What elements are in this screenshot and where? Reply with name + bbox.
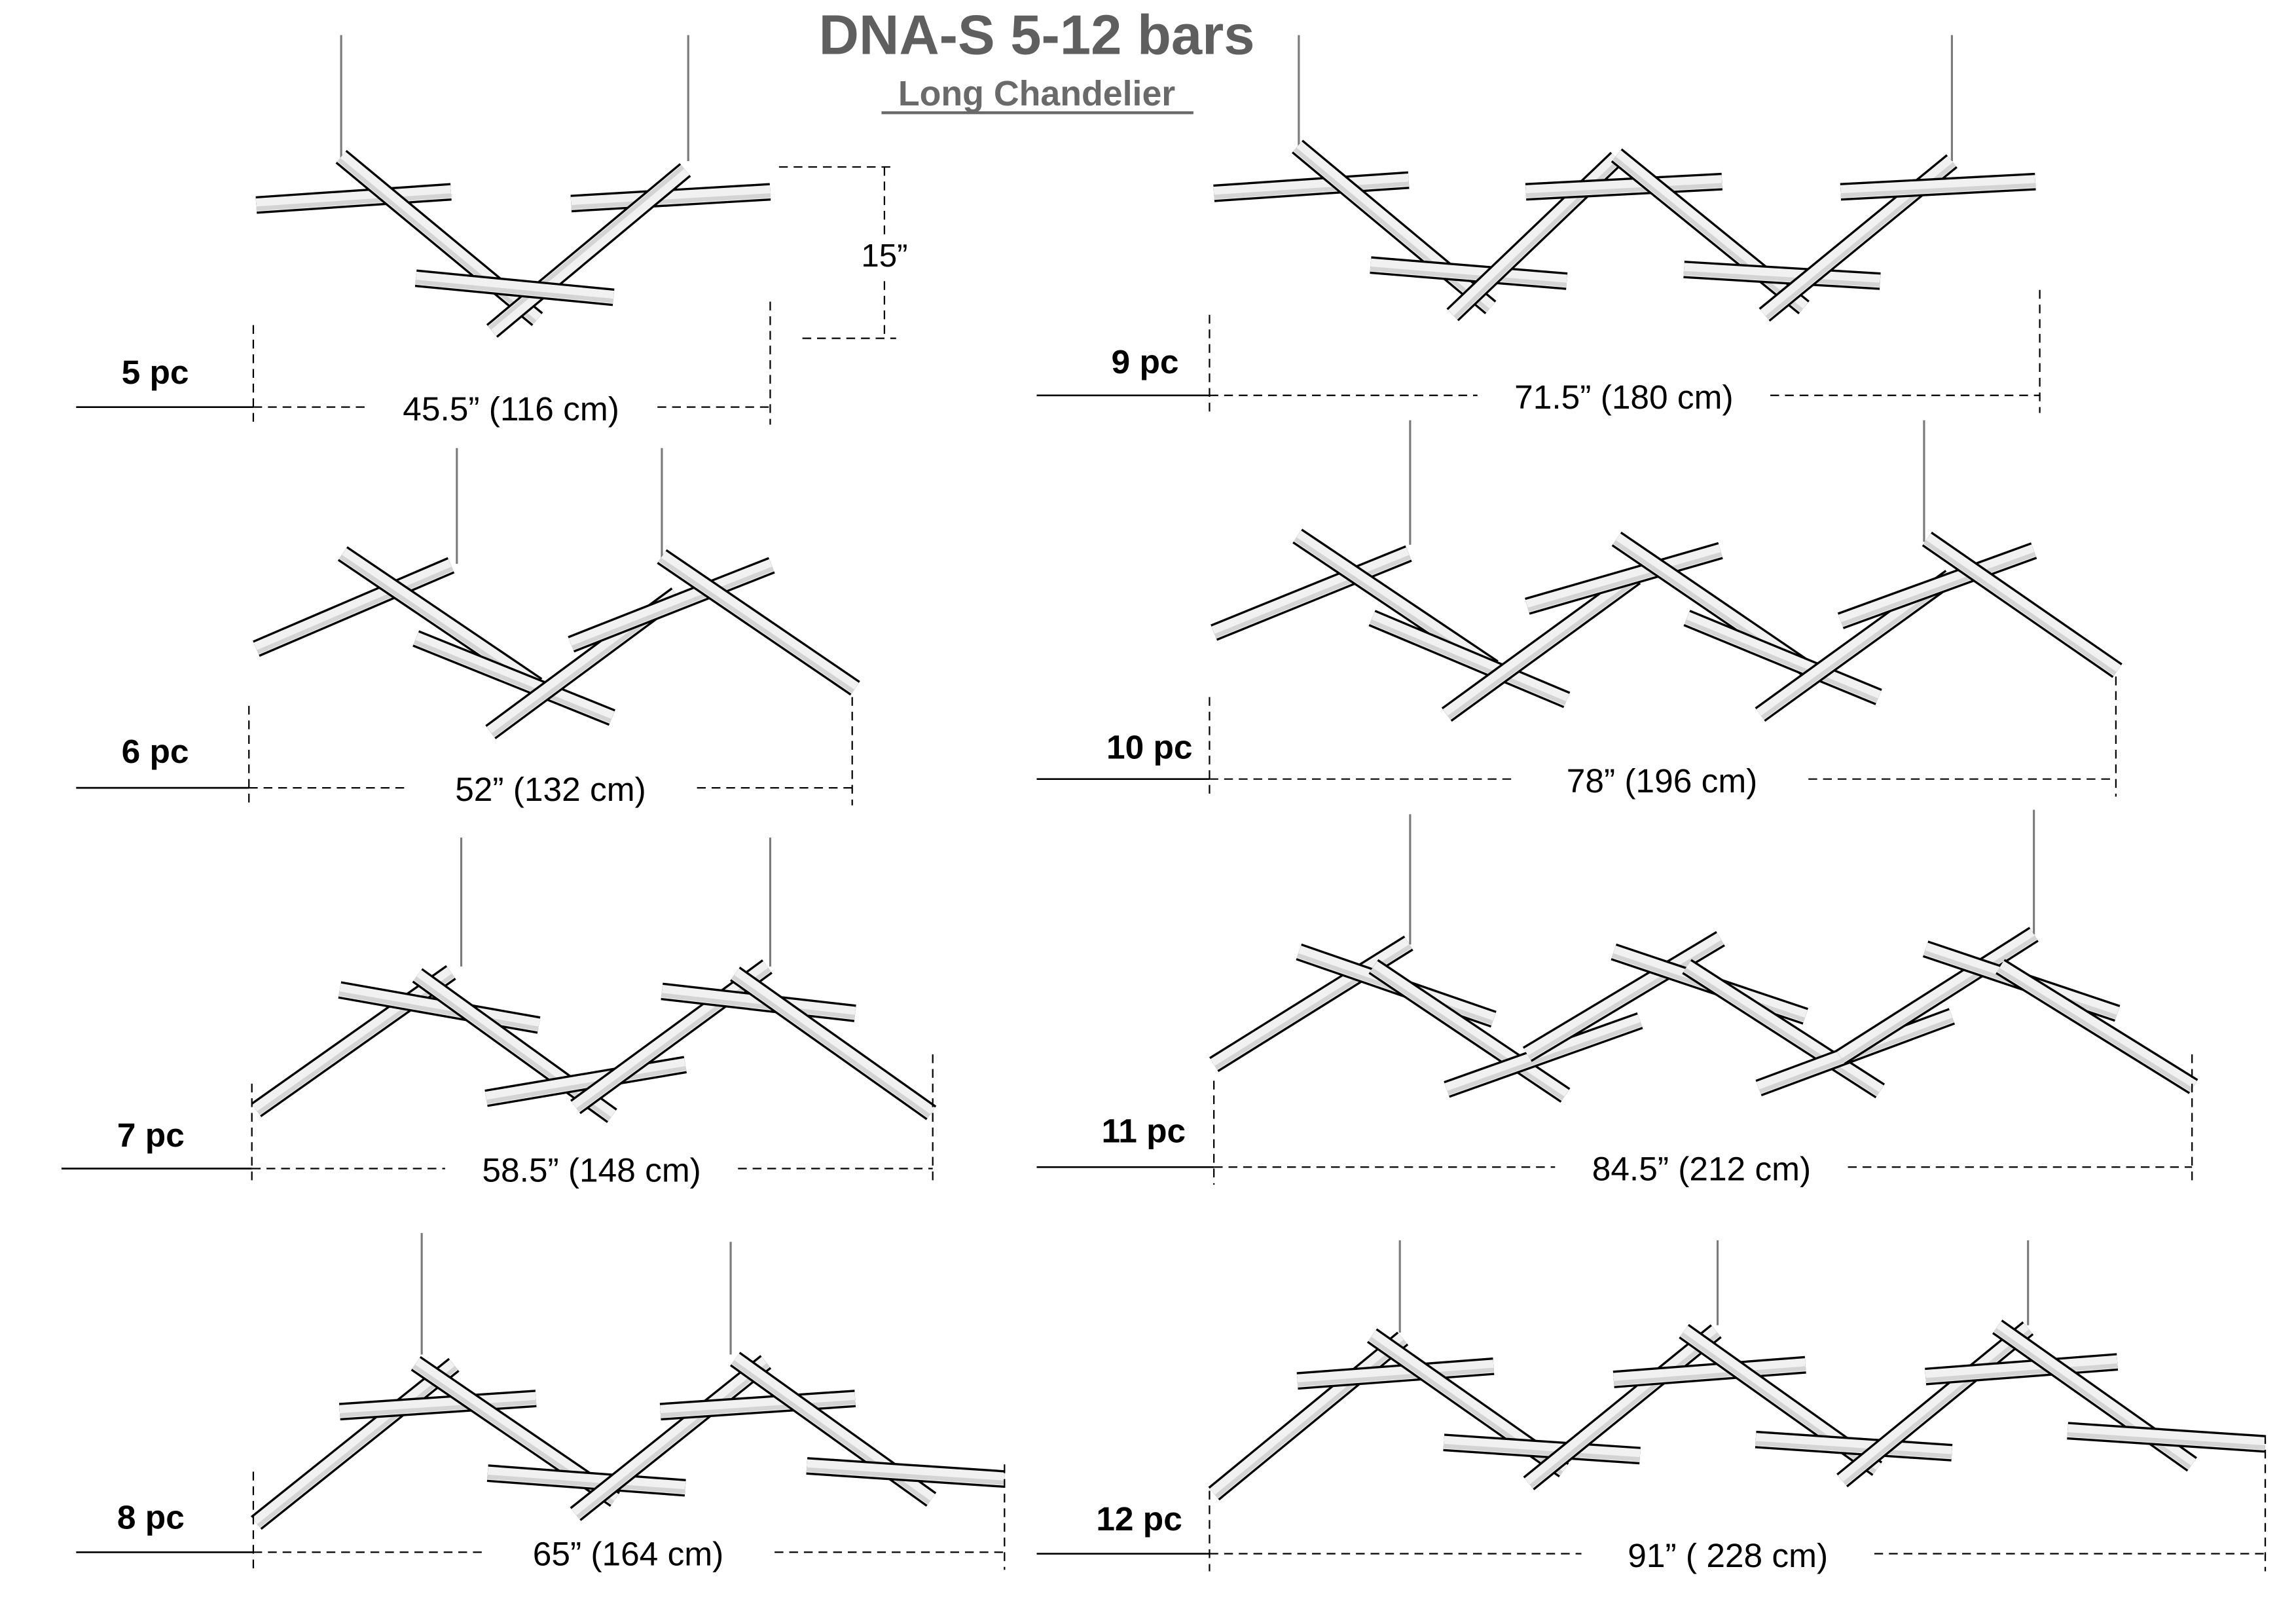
light-bar bbox=[1443, 1433, 1641, 1465]
light-bar bbox=[657, 549, 860, 696]
pieces-label: 7 pc bbox=[117, 1116, 185, 1154]
light-bar bbox=[1211, 545, 1412, 641]
height-dimension-label: 15” bbox=[861, 238, 907, 274]
pieces-label: 10 pc bbox=[1106, 728, 1193, 766]
width-dimension-label: 45.5” (116 cm) bbox=[403, 390, 619, 428]
light-bar bbox=[570, 183, 771, 213]
light-bar bbox=[335, 149, 543, 326]
width-dimension-label: 58.5” (148 cm) bbox=[482, 1151, 701, 1189]
panel-5pc: 5 pc 45.5” (116 cm) bbox=[76, 35, 771, 428]
light-bar bbox=[1840, 172, 2036, 201]
light-bar bbox=[1755, 1430, 1953, 1462]
panel-7pc: 7 pc 58.5” (148 cm) bbox=[61, 838, 937, 1189]
light-bar bbox=[806, 1457, 1006, 1488]
light-bar bbox=[1525, 172, 1722, 201]
pieces-label: 8 pc bbox=[117, 1498, 185, 1536]
light-bar bbox=[1837, 542, 2037, 629]
pieces-label: 5 pc bbox=[122, 353, 189, 391]
pieces-label: 9 pc bbox=[1112, 342, 1179, 380]
light-bar bbox=[1368, 959, 1571, 1103]
light-bar bbox=[253, 557, 455, 657]
light-bar bbox=[1296, 1357, 1495, 1390]
height-dimension: 15” bbox=[778, 166, 907, 339]
width-dimension-label: 84.5” (212 cm) bbox=[1592, 1149, 1811, 1187]
header: DNA-S 5-12 bars Long Chandelier bbox=[819, 5, 1255, 115]
light-bar bbox=[412, 630, 615, 726]
light-bar bbox=[1992, 1320, 2197, 1472]
light-bar bbox=[1368, 610, 1571, 709]
light-bar bbox=[659, 1390, 856, 1421]
chandelier-panels: 5 pc 45.5” (116 cm) 6 pc 52” (132 cm) 7 pc 58… bbox=[61, 35, 2267, 1574]
light-bar bbox=[1683, 261, 1881, 290]
light-bar bbox=[486, 1464, 686, 1497]
light-bar bbox=[255, 183, 452, 214]
light-bar bbox=[1925, 1353, 2119, 1386]
panel-8pc: 8 pc 65” (164 cm) bbox=[76, 1232, 1006, 1573]
light-bar bbox=[729, 1352, 937, 1507]
light-bar bbox=[1441, 570, 1641, 722]
panel-6pc: 6 pc 52” (132 cm) bbox=[76, 448, 860, 808]
width-dimension-label: 71.5” (180 cm) bbox=[1514, 378, 1733, 416]
light-bar bbox=[661, 982, 856, 1022]
light-bar bbox=[1444, 1012, 1643, 1098]
width-dimension-label: 65” (164 cm) bbox=[533, 1535, 724, 1573]
light-bar bbox=[1523, 1324, 1722, 1490]
width-dimension-label: 91” ( 228 cm) bbox=[1628, 1536, 1828, 1574]
light-bar bbox=[1682, 959, 1886, 1099]
page-title: DNA-S 5-12 bars bbox=[819, 5, 1255, 67]
light-bar bbox=[1208, 1331, 1409, 1501]
light-bar bbox=[570, 1355, 772, 1521]
light-bar bbox=[568, 557, 775, 653]
light-bar bbox=[730, 967, 937, 1120]
pieces-label: 12 pc bbox=[1096, 1500, 1182, 1538]
light-bar bbox=[1995, 959, 2198, 1094]
width-dimension-label: 78” (196 cm) bbox=[1567, 762, 1758, 800]
light-bar bbox=[414, 269, 615, 306]
light-bar bbox=[251, 1357, 460, 1530]
light-bar bbox=[486, 163, 691, 338]
light-bar bbox=[1922, 531, 2123, 678]
light-bar bbox=[1613, 1356, 1806, 1388]
light-bar bbox=[1370, 256, 1568, 290]
panel-9pc: 9 pc 71.5” (180 cm) bbox=[1036, 35, 2041, 416]
panel-11pc: 11 pc 84.5” (212 cm) bbox=[1036, 809, 2198, 1187]
pieces-label: 6 pc bbox=[122, 732, 189, 770]
light-bar bbox=[1213, 171, 1410, 202]
light-bar bbox=[2067, 1422, 2266, 1453]
width-dimension-label: 52” (132 cm) bbox=[455, 770, 646, 808]
light-bar bbox=[484, 1056, 687, 1107]
light-bar bbox=[1525, 542, 1723, 615]
pieces-label: 11 pc bbox=[1101, 1111, 1186, 1149]
light-bar bbox=[1292, 139, 1497, 314]
panel-12pc: 12 pc 91” ( 228 cm) bbox=[1036, 1240, 2267, 1574]
light-bar bbox=[338, 1390, 537, 1421]
panel-10pc: 10 pc 78” (196 cm) bbox=[1036, 420, 2123, 800]
light-bar bbox=[1836, 1321, 2034, 1488]
light-bar bbox=[1683, 610, 1882, 705]
page-subtitle: Long Chandelier bbox=[898, 74, 1175, 113]
light-bar bbox=[1836, 927, 2039, 1065]
light-bar bbox=[338, 981, 541, 1034]
light-bar bbox=[1522, 931, 1725, 1062]
